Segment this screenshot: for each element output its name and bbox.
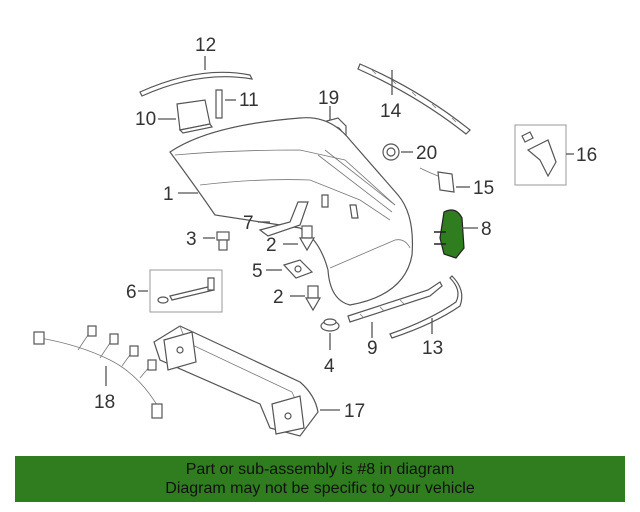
part-17-impact-bar[interactable]: [153, 325, 319, 437]
callout-6: 6: [126, 282, 137, 303]
banner-line-1: Part or sub-assembly is #8 in diagram: [185, 461, 455, 478]
callout-5: 5: [252, 261, 263, 282]
callout-17: 17: [344, 401, 365, 422]
callout-18: 18: [94, 392, 115, 413]
callout-10: 10: [135, 109, 156, 130]
part-10-reflector[interactable]: [176, 99, 213, 134]
callout-4: 4: [324, 356, 335, 377]
part-9-molding[interactable]: [347, 281, 443, 323]
callout-7: 7: [243, 213, 254, 234]
part-12-trim-strip[interactable]: [139, 71, 254, 97]
callout-1: 1: [163, 184, 174, 205]
callout-19: 19: [318, 88, 339, 109]
callout-9: 9: [367, 338, 378, 359]
part-15-connector[interactable]: [419, 167, 455, 193]
callout-13: 13: [422, 338, 443, 359]
callout-16: 16: [576, 145, 597, 166]
part-18-wiring-harness[interactable]: [33, 325, 163, 419]
callout-20: 20: [416, 143, 437, 164]
callout-2b: 2: [273, 287, 284, 308]
banner-line-2: Diagram may not be specific to your vehi…: [165, 480, 475, 497]
callout-3: 3: [186, 229, 197, 250]
part-7-bracket[interactable]: [258, 194, 359, 237]
part-16-inset-box[interactable]: [514, 124, 567, 186]
callout-11: 11: [239, 90, 259, 111]
part-4-plug[interactable]: [320, 318, 340, 332]
part-2-screw-upper[interactable]: [298, 225, 316, 252]
part-14-trim-strip[interactable]: [357, 63, 471, 135]
part-13-molding[interactable]: [389, 275, 463, 339]
info-banner: Part or sub-assembly is #8 in diagram Di…: [15, 456, 625, 502]
callout-2a: 2: [266, 235, 277, 256]
part-8-bracket-highlighted[interactable]: [434, 209, 465, 259]
part-6-inset-box[interactable]: [149, 269, 223, 313]
part-20-grommet[interactable]: [382, 143, 400, 161]
callout-8: 8: [481, 219, 492, 240]
callout-12: 12: [195, 35, 216, 56]
part-2-screw-lower[interactable]: [304, 285, 322, 312]
part-11-clip[interactable]: [215, 89, 223, 119]
callout-15: 15: [473, 178, 494, 199]
part-3-bolt[interactable]: [216, 231, 230, 251]
part-5-clip-nut[interactable]: [282, 259, 314, 279]
parts-diagram: 12 14 10 11 19 20 15 16: [33, 35, 597, 437]
callout-14: 14: [380, 101, 402, 122]
